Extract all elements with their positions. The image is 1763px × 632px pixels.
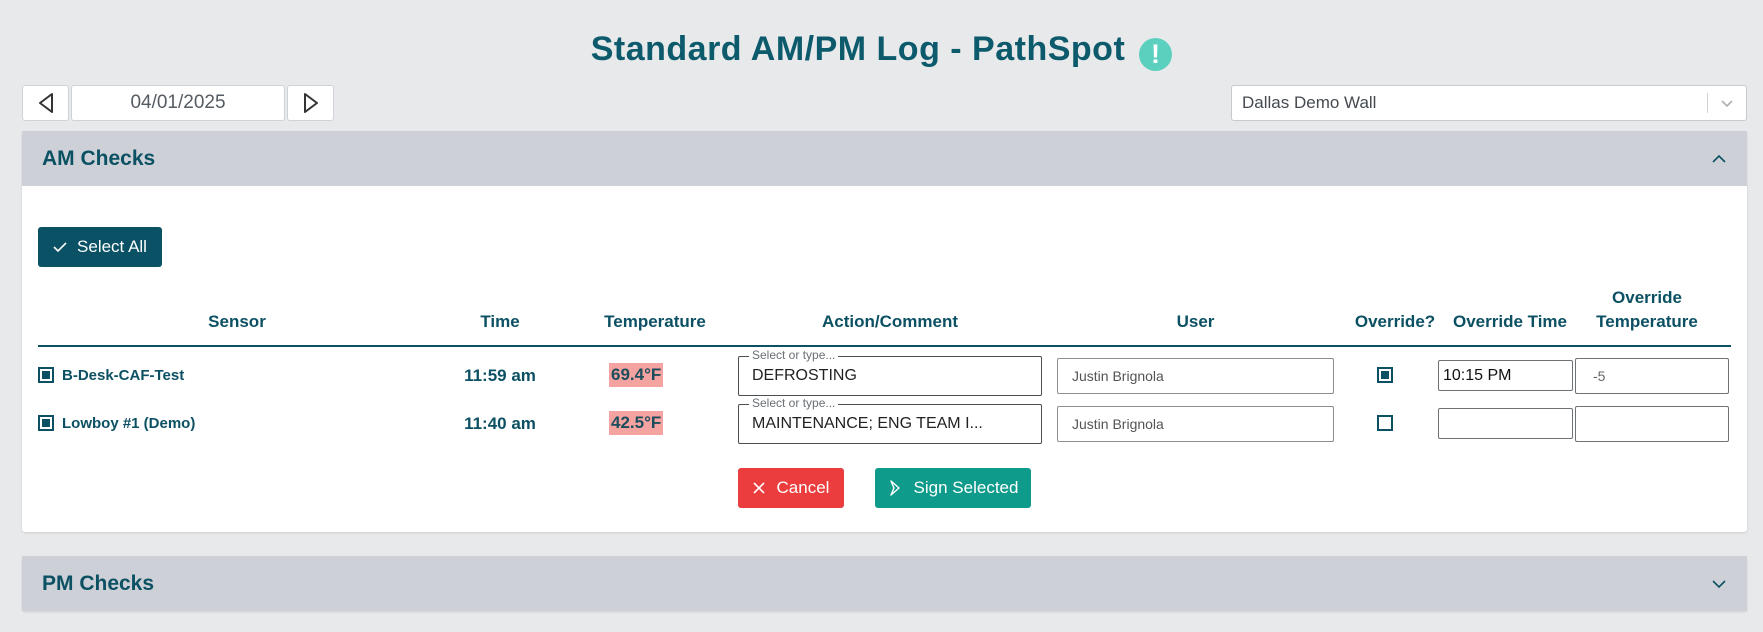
sign-selected-button[interactable]: Sign Selected [875,468,1031,508]
alert-icon[interactable]: ! [1139,38,1173,71]
column-header-sensor: Sensor [208,312,266,331]
chevron-up-icon[interactable] [1711,154,1727,164]
user-field[interactable]: Justin Brignola [1057,358,1334,394]
triangle-right-icon [303,93,318,113]
page-title: Standard AM/PM Log - PathSpot! [0,30,1763,71]
action-comment-value: DEFROSTING [752,367,857,384]
check-icon [53,242,67,253]
reading-time: 11:40 am [464,414,536,433]
action-comment-placeholder: Select or type... [749,348,839,362]
user-field[interactable]: Justin Brignola [1057,406,1334,442]
date-field[interactable]: 04/01/2025 [71,85,285,121]
close-icon [752,482,765,494]
temperature-badge: 42.5°F [609,411,664,435]
am-checks-header[interactable]: AM Checks [22,131,1747,186]
pm-checks-panel: PM Checks [22,556,1747,611]
sensor-name: Lowboy #1 (Demo) [62,415,196,432]
date-navigator: 04/01/2025 [22,85,334,121]
column-header-override-time: Override Time [1452,312,1568,331]
reading-time: 11:59 am [464,366,536,385]
page-title-text: Standard AM/PM Log - PathSpot [590,30,1126,68]
pm-checks-header[interactable]: PM Checks [22,556,1747,611]
column-header-action: Action/Comment [822,312,958,331]
triangle-left-icon [38,93,53,113]
column-header-temperature: Temperature [604,312,706,331]
select-separator [1707,93,1708,113]
location-select[interactable]: Dallas Demo Wall [1231,85,1747,121]
cancel-label: Cancel [776,478,830,497]
column-header-time: Time [480,312,520,331]
next-date-button[interactable] [287,85,334,121]
pm-checks-title: PM Checks [42,571,155,595]
row-select-checkbox[interactable] [38,415,54,431]
temperature-badge: 69.4°F [609,363,664,387]
column-header-user: User [1176,312,1215,331]
override-temperature-input[interactable] [1575,406,1729,442]
row-select-checkbox[interactable] [38,367,54,383]
column-header-override-temperature: Override Temperature [1572,286,1722,334]
column-header-override: Override? [1354,312,1436,331]
select-all-button[interactable]: Select All [38,227,162,267]
action-comment-placeholder: Select or type... [749,396,839,410]
action-comment-value: MAINTENANCE; ENG TEAM I... [752,415,983,432]
location-select-value: Dallas Demo Wall [1242,93,1377,112]
select-all-label: Select All [77,237,147,256]
action-comment-combobox[interactable]: Select or type... MAINTENANCE; ENG TEAM … [738,396,1042,444]
override-checkbox[interactable] [1377,415,1393,431]
sign-selected-label: Sign Selected [913,478,1019,497]
override-temp-line2: Temperature [1596,312,1698,331]
am-checks-panel: AM Checks Select All Sensor Time Tempera… [22,131,1747,532]
table-header-divider [38,345,1731,347]
override-checkbox[interactable] [1377,367,1393,383]
sign-arrow-icon [889,480,900,496]
previous-date-button[interactable] [22,85,69,121]
chevron-down-icon[interactable] [1711,579,1727,589]
cancel-button[interactable]: Cancel [738,468,844,508]
override-time-input[interactable]: 10:15 PM [1438,360,1573,391]
override-temperature-input[interactable]: -5 [1575,358,1729,394]
chevron-down-icon[interactable] [1708,98,1746,108]
am-checks-title: AM Checks [42,146,156,170]
override-temp-line1: Override [1612,288,1682,307]
action-comment-combobox[interactable]: Select or type... DEFROSTING [738,348,1042,396]
override-time-input[interactable] [1438,408,1573,439]
sensor-name: B-Desk-CAF-Test [62,367,185,384]
